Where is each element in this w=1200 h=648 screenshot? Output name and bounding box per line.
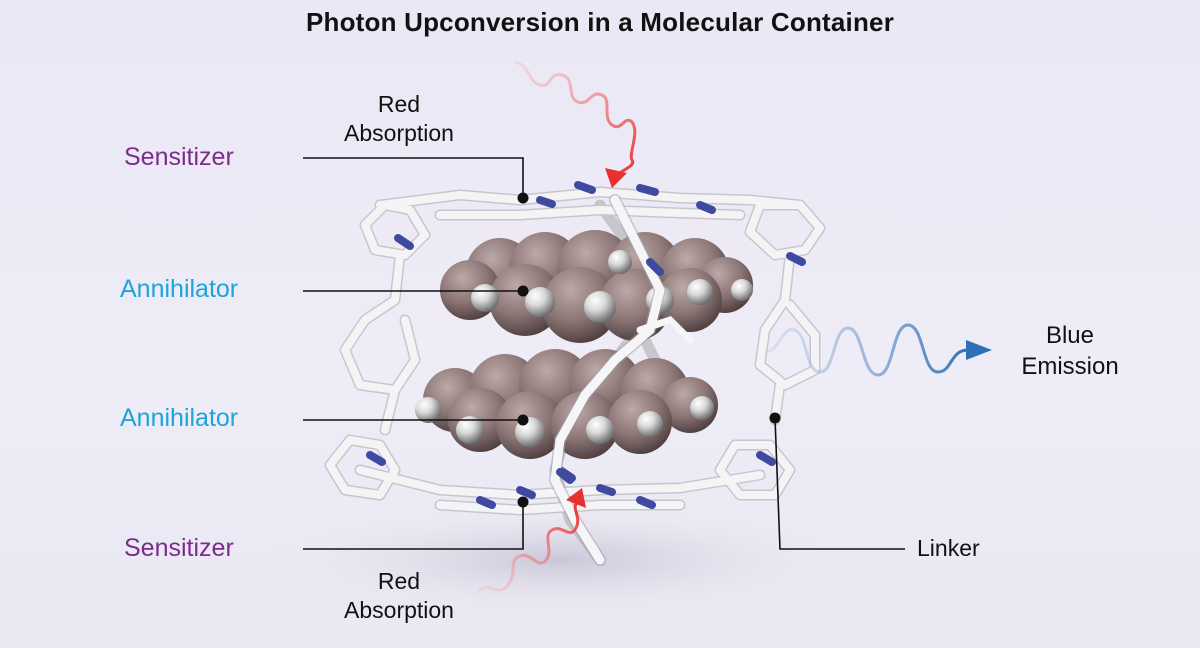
blue-emission-line2: Emission [1021, 353, 1119, 380]
diagram-title: Photon Upconversion in a Molecular Conta… [305, 7, 895, 37]
blue-photon-emission [764, 323, 992, 377]
label-sensitizer-bottom: Sensitizer [124, 534, 234, 562]
dot-sensitizer-top [517, 192, 529, 204]
cage-front-struts [548, 194, 694, 566]
red-absorption-bottom-line1: Red [377, 568, 421, 594]
leader-sensitizer-top [303, 157, 524, 198]
leader-lines [303, 157, 905, 550]
label-red-absorption-bottom: Red Absorption [326, 567, 472, 625]
label-annihilator-top: Annihilator [120, 275, 239, 303]
dot-annihilator-top [517, 285, 529, 297]
label-annihilator-bottom: Annihilator [120, 404, 239, 432]
red-absorption-bottom-line2: Absorption [344, 597, 454, 623]
leader-dots [517, 192, 781, 508]
label-linker: Linker [917, 535, 980, 561]
red-photon-top [514, 60, 637, 188]
dot-linker [769, 412, 781, 424]
red-absorption-top-line2: Absorption [344, 120, 454, 146]
label-sensitizer-top: Sensitizer [124, 143, 234, 171]
label-red-absorption-top: Red Absorption [326, 90, 472, 148]
red-photon-bottom [476, 488, 586, 594]
leader-sensitizer-bottom [303, 502, 524, 550]
floor-shadow [270, 505, 850, 615]
red-absorption-top-line1: Red [377, 91, 421, 117]
dot-annihilator-bottom [517, 414, 529, 426]
annihilator-molecule-upper [440, 230, 753, 343]
annihilator-molecule-lower [415, 349, 718, 459]
label-blue-emission: Blue Emission [1005, 320, 1135, 382]
blue-emission-line1: Blue [1045, 322, 1095, 349]
dot-sensitizer-bottom [517, 496, 529, 508]
leader-linker [774, 417, 905, 550]
